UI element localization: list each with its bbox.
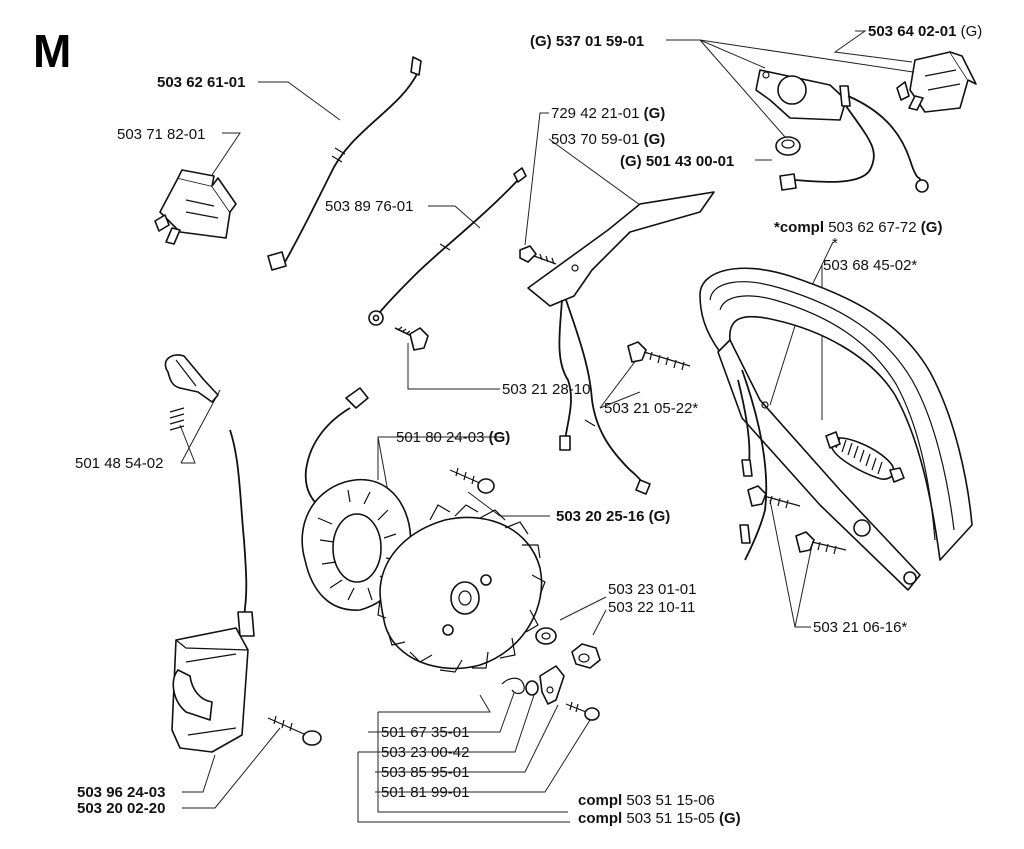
front-handle-503-62-67-72 xyxy=(699,267,973,591)
screw-503-20-25-16 xyxy=(449,467,495,494)
screw-729-42-21-01 xyxy=(519,245,557,265)
spark-plug-cap-501-48-54-02 xyxy=(164,354,219,431)
label-compl-503-51-15-06: compl 503 51 15-06 xyxy=(578,792,715,809)
plate-503-70-59-01 xyxy=(527,191,715,495)
label-503-85-95-01: 503 85 95-01 xyxy=(381,764,469,781)
label-503-23-00-42: 503 23 00-42 xyxy=(381,744,469,761)
label-501-81-99-01: 501 81 99-01 xyxy=(381,784,469,801)
label-503-21-05-22: 503 21 05-22* xyxy=(604,400,698,417)
flywheel-503-51-15-06 xyxy=(377,504,546,673)
label-star: * xyxy=(832,235,838,252)
screw-503-20-02-20 xyxy=(267,715,322,746)
washer-503-23-01-01 xyxy=(535,627,557,645)
pawl-503-85-95-01 xyxy=(539,665,565,705)
spring-501-67-35-01 xyxy=(501,677,525,695)
nut-503-22-10-11 xyxy=(571,643,601,669)
label-503-22-10-11: 503 22 10-11 xyxy=(608,599,695,616)
label-503-96-24-03: 503 96 24-03 xyxy=(77,784,165,801)
label-503-23-01-01: 503 23 01-01 xyxy=(608,581,696,598)
label-503-64-02-01: 503 64 02-01 (G) xyxy=(868,23,982,40)
label-compl-503-51-15-05: compl 503 51 15-05 (G) xyxy=(578,810,741,827)
ignition-module-503-96-24-03 xyxy=(171,429,255,753)
label-503-68-45-02: 503 68 45-02* xyxy=(823,257,917,274)
switch-503-71-82-01 xyxy=(154,169,237,245)
screw-501-81-99-01 xyxy=(565,701,600,721)
screw-503-21-28-10 xyxy=(394,326,429,351)
screws-503-21-06-16 xyxy=(747,485,847,555)
screw-503-21-05-22 xyxy=(627,341,691,371)
leader-lines xyxy=(179,30,914,823)
label-503-89-76-01: 503 89 76-01 xyxy=(325,198,413,215)
label-503-71-82-01: 503 71 82-01 xyxy=(117,126,205,143)
label-501-48-54-02: 501 48 54-02 xyxy=(75,455,163,472)
grommet-501-43-00-01 xyxy=(775,136,801,156)
wire-503-89-76-01 xyxy=(368,167,527,326)
switch-503-64-02-01 xyxy=(896,51,977,113)
damper-spring-503-68-45-02 xyxy=(825,431,905,483)
label-503-21-06-16: 503 21 06-16* xyxy=(813,619,907,636)
wire-503-62-61-01 xyxy=(267,56,422,271)
label-503-62-67-72: *compl 503 62 67-72 (G) xyxy=(774,219,942,236)
section-letter: M xyxy=(33,25,71,77)
part-labels: 503 62 61-01 503 71 82-01 503 89 76-01 5… xyxy=(75,23,982,827)
label-501-67-35-01: 501 67 35-01 xyxy=(381,724,469,741)
label-503-20-02-20: 503 20 02-20 xyxy=(77,800,165,817)
label-503-62-61-01: 503 62 61-01 xyxy=(157,74,245,91)
label-501-43-00-01: (G) 501 43 00-01 xyxy=(620,153,734,170)
label-537-01-59-01: (G) 537 01 59-01 xyxy=(530,33,644,50)
label-503-20-25-16: 503 20 25-16 (G) xyxy=(556,508,670,525)
washer-503-23-00-42 xyxy=(525,680,539,696)
label-729-42-21-01: 729 42 21-01 (G) xyxy=(551,105,665,122)
bracket-537-01-59-01 xyxy=(755,69,929,193)
label-503-70-59-01: 503 70 59-01 (G) xyxy=(551,131,665,148)
label-501-80-24-03: 501 80 24-03 (G) xyxy=(396,429,510,446)
label-503-21-28-10: 503 21 28-10 xyxy=(502,381,590,398)
